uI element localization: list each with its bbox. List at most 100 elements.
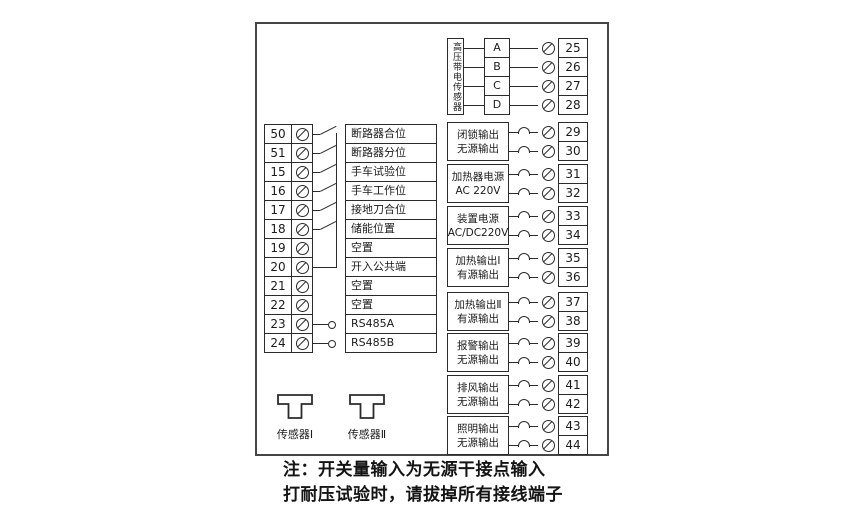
output-terminal-row: 41: [509, 375, 588, 395]
wire-hook-icon: [509, 248, 538, 268]
rs485-wire-icon: [313, 314, 345, 334]
screw-terminal-icon: [292, 295, 313, 315]
output-label-line1: 加热输出Ⅰ: [455, 254, 501, 267]
note: 注：开关量输入为无源干接点输入 打耐压试验时，请拔掉所有接线端子: [283, 458, 563, 508]
screw-terminal-icon: [538, 57, 558, 77]
wire-hook-icon: [509, 267, 538, 287]
output-label: 加热输出Ⅰ 有源输出: [447, 248, 509, 287]
terminal-number: 50: [264, 124, 292, 144]
screw-terminal-icon: [292, 143, 313, 163]
output-terminal-row: 44: [509, 435, 588, 455]
terminal-row-21: 21 空置: [264, 276, 437, 296]
terminal-number: 26: [558, 57, 588, 77]
output-label-line1: 报警输出: [457, 339, 499, 352]
terminal-number: 31: [558, 164, 588, 184]
output-label: 排风输出 无源输出: [447, 375, 509, 414]
hv-live-sensor-group: 高压带电传感器 A 25 B 26 C 27: [447, 38, 588, 115]
channel-label: C: [484, 76, 510, 96]
wire-hook-icon: [509, 375, 538, 395]
output-label-line2: AC/DC220V: [447, 226, 509, 239]
output-label: 加热输出Ⅱ 有源输出: [447, 292, 509, 331]
screw-icon: [541, 228, 555, 242]
common-vertical-wire: [336, 133, 337, 267]
terminal-number: 36: [558, 267, 588, 287]
channel-label: D: [484, 95, 510, 115]
screw-terminal-icon: [538, 435, 558, 455]
screw-icon: [541, 251, 555, 265]
note-line1: 注：开关量输入为无源干接点输入: [283, 460, 546, 480]
screw-icon: [541, 336, 555, 350]
terminal-row-15: 15 手车试验位: [264, 162, 437, 182]
screw-terminal-icon: [538, 267, 558, 287]
terminal-number: 15: [264, 162, 292, 182]
screw-icon: [541, 125, 555, 139]
switch-contact-icon: [313, 124, 345, 144]
output-terminal-row: 43: [509, 416, 588, 436]
hv-sensor-rows: A 25 B 26 C 27 D: [464, 38, 588, 115]
hv-channel-row-c: C 27: [464, 76, 588, 96]
terminal-number: 29: [558, 122, 588, 142]
screw-icon: [541, 355, 555, 369]
screw-terminal-icon: [538, 95, 558, 115]
screw-terminal-icon: [538, 352, 558, 372]
switch-contact-icon: [313, 181, 345, 201]
output-label-line2: 无源输出: [457, 142, 499, 155]
screw-terminal-icon: [538, 292, 558, 312]
screw-terminal-icon: [538, 333, 558, 353]
wire: [464, 57, 484, 77]
screw-terminal-icon: [292, 181, 313, 201]
wire-hook-icon: [509, 292, 538, 312]
screw-icon: [295, 127, 309, 141]
hv-sensor-label: 高压带电传感器: [447, 38, 464, 115]
wire-hook-icon: [509, 141, 538, 161]
screw-terminal-icon: [538, 225, 558, 245]
screw-icon: [541, 378, 555, 392]
output-terminal-row: 35: [509, 248, 588, 268]
terminal-row-20: 20 开入公共端: [264, 257, 437, 277]
terminal-number: 17: [264, 200, 292, 220]
output-rows: 29 30: [509, 122, 588, 161]
terminal-number: 19: [264, 238, 292, 258]
screw-icon: [295, 241, 309, 255]
wire: [464, 95, 484, 115]
terminal-row-22: 22 空置: [264, 295, 437, 315]
output-terminal-row: 36: [509, 267, 588, 287]
screw-terminal-icon: [538, 76, 558, 96]
output-terminal-row: 37: [509, 292, 588, 312]
terminal-label: 手车试验位: [345, 162, 437, 182]
terminal-number: 23: [264, 314, 292, 334]
empty-wire-zone: [313, 238, 345, 258]
screw-terminal-icon: [538, 394, 558, 414]
terminal-row-17: 17 接地刀合位: [264, 200, 437, 220]
terminal-label: 断路器分位: [345, 143, 437, 163]
screw-terminal-icon: [538, 141, 558, 161]
common-wire-stub: [313, 257, 345, 277]
output-group-alarm: 报警输出 无源输出 39 40: [447, 333, 588, 372]
terminal-number: 16: [264, 181, 292, 201]
empty-wire-zone: [313, 276, 345, 296]
wire: [510, 76, 538, 96]
terminal-label: 接地刀合位: [345, 200, 437, 220]
terminal-label: 开入公共端: [345, 257, 437, 277]
terminal-number: 33: [558, 206, 588, 226]
wire-hook-icon: [509, 352, 538, 372]
screw-icon: [295, 298, 309, 312]
screw-icon: [541, 314, 555, 328]
output-group-heater-power: 加热器电源 AC 220V 31 32: [447, 164, 588, 203]
terminal-number: 42: [558, 394, 588, 414]
output-terminal-row: 39: [509, 333, 588, 353]
wire-hook-icon: [509, 333, 538, 353]
screw-icon: [541, 79, 555, 93]
terminal-number: 27: [558, 76, 588, 96]
wire: [510, 95, 538, 115]
output-terminal-row: 42: [509, 394, 588, 414]
terminal-row-24: 24 RS485B: [264, 333, 437, 353]
screw-terminal-icon: [292, 219, 313, 239]
terminal-number: 41: [558, 375, 588, 395]
output-label-line1: 装置电源: [457, 212, 499, 225]
screw-icon: [295, 279, 309, 293]
screw-terminal-icon: [292, 333, 313, 353]
output-label-line1: 加热输出Ⅱ: [454, 298, 502, 311]
output-label: 报警输出 无源输出: [447, 333, 509, 372]
